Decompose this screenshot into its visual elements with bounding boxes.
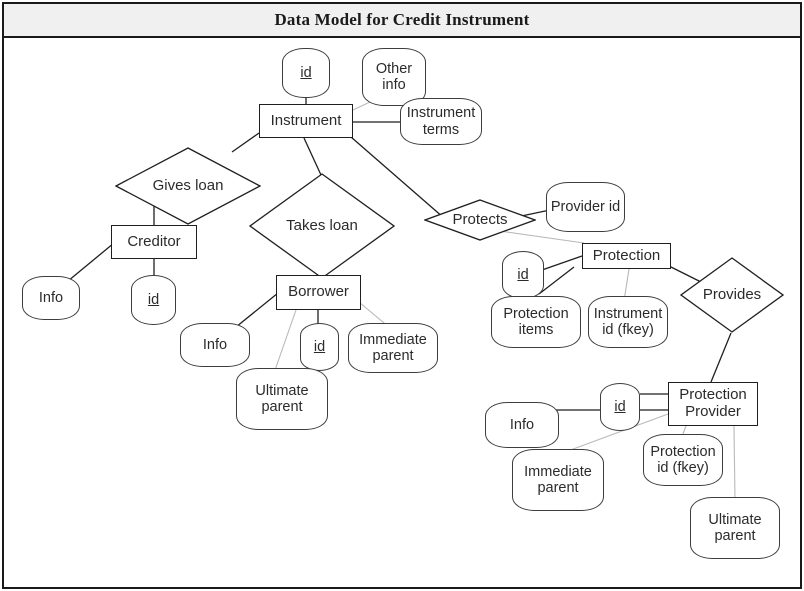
- attribute-label: Provider id: [550, 198, 621, 215]
- attribute-pp-protection-fk[interactable]: Protection id (fkey): [643, 434, 723, 486]
- attribute-key-label: id: [614, 398, 626, 415]
- edge-instrument-to-gives-loan: [231, 132, 260, 153]
- attribute-label: Info: [38, 289, 64, 306]
- attribute-key-label: id: [300, 64, 312, 81]
- attribute-creditor-info[interactable]: Info: [22, 276, 80, 320]
- attribute-label: Protection items: [503, 305, 569, 338]
- attribute-label: Info: [202, 336, 228, 353]
- edge-protection-to-protection-instr-fk: [623, 268, 630, 302]
- attribute-label: Ultimate parent: [255, 382, 309, 415]
- relationship-provides[interactable]: Provides: [680, 257, 784, 333]
- diamond-shape: [424, 199, 536, 241]
- edge-instrument-to-protects: [350, 136, 445, 219]
- attribute-borrower-id[interactable]: id: [300, 323, 339, 371]
- attribute-key-label: id: [517, 266, 529, 283]
- attribute-protection-id[interactable]: id: [502, 251, 544, 299]
- attribute-label: Immediate parent: [359, 331, 427, 364]
- attribute-label: Instrument id (fkey): [593, 305, 663, 338]
- attribute-label: Info: [509, 416, 535, 433]
- edge-borrower-to-borrower-info: [235, 292, 279, 328]
- edge-protection-to-protection-items: [538, 266, 575, 295]
- attribute-pp-ultimate[interactable]: Ultimate parent: [690, 497, 780, 559]
- entity-label: Instrument: [270, 111, 342, 129]
- attribute-label: Instrument terms: [406, 105, 476, 138]
- relationship-takes-loan[interactable]: Takes loan: [249, 173, 395, 279]
- title-bar: Data Model for Credit Instrument: [4, 4, 800, 38]
- edge-creditor-to-creditor-info: [67, 242, 115, 282]
- page-title: Data Model for Credit Instrument: [274, 10, 530, 29]
- entity-borrower[interactable]: Borrower: [276, 275, 361, 310]
- relationship-protects[interactable]: Protects: [424, 199, 536, 241]
- attribute-label: Protection id (fkey): [650, 443, 716, 476]
- diamond-shape: [115, 147, 261, 225]
- attribute-provider-id-attr[interactable]: Provider id: [546, 182, 625, 232]
- attribute-instrument-terms[interactable]: Instrument terms: [400, 98, 482, 145]
- attribute-label: Other info: [375, 60, 413, 93]
- attribute-instrument-other-info[interactable]: Other info: [362, 48, 426, 106]
- attribute-key-label: id: [313, 338, 326, 355]
- entity-protection[interactable]: Protection: [582, 243, 671, 269]
- edge-protection-provider-to-pp-ultimate: [733, 425, 736, 503]
- attribute-pp-info[interactable]: Info: [485, 402, 559, 448]
- attribute-key-label: id: [147, 291, 160, 308]
- edge-instrument-to-instrument-other-info: [352, 101, 371, 111]
- entity-label: Protection: [592, 246, 661, 264]
- attribute-protection-items[interactable]: Protection items: [491, 296, 581, 348]
- attribute-creditor-id[interactable]: id: [131, 275, 176, 325]
- attribute-pp-immediate[interactable]: Immediate parent: [512, 449, 604, 511]
- entity-label: Borrower: [288, 283, 349, 301]
- entity-label: Creditor: [127, 232, 181, 250]
- edge-borrower-to-borrower-ultimate: [273, 309, 297, 374]
- entity-creditor[interactable]: Creditor: [111, 225, 197, 259]
- entity-label: Protection Provider: [679, 386, 747, 420]
- diamond-shape: [249, 173, 395, 279]
- relationship-gives-loan[interactable]: Gives loan: [115, 147, 261, 225]
- attribute-borrower-immediate[interactable]: Immediate parent: [348, 323, 438, 373]
- entity-protection-provider[interactable]: Protection Provider: [668, 382, 758, 426]
- attribute-borrower-info[interactable]: Info: [180, 323, 250, 367]
- attribute-pp-id[interactable]: id: [600, 383, 640, 431]
- edge-instrument-to-takes-loan: [303, 137, 322, 176]
- diamond-shape: [680, 257, 784, 333]
- edge-protection-to-protection-id: [541, 255, 583, 271]
- attribute-instrument-id[interactable]: id: [282, 48, 330, 98]
- entity-instrument[interactable]: Instrument: [259, 104, 353, 138]
- edge-provides-to-protection-provider: [710, 332, 732, 383]
- attribute-protection-instr-fk[interactable]: Instrument id (fkey): [588, 296, 668, 348]
- attribute-borrower-ultimate[interactable]: Ultimate parent: [236, 368, 328, 430]
- attribute-label: Immediate parent: [524, 463, 592, 496]
- attribute-label: Ultimate parent: [708, 511, 762, 544]
- edge-protection-provider-to-pp-immediate: [556, 413, 669, 456]
